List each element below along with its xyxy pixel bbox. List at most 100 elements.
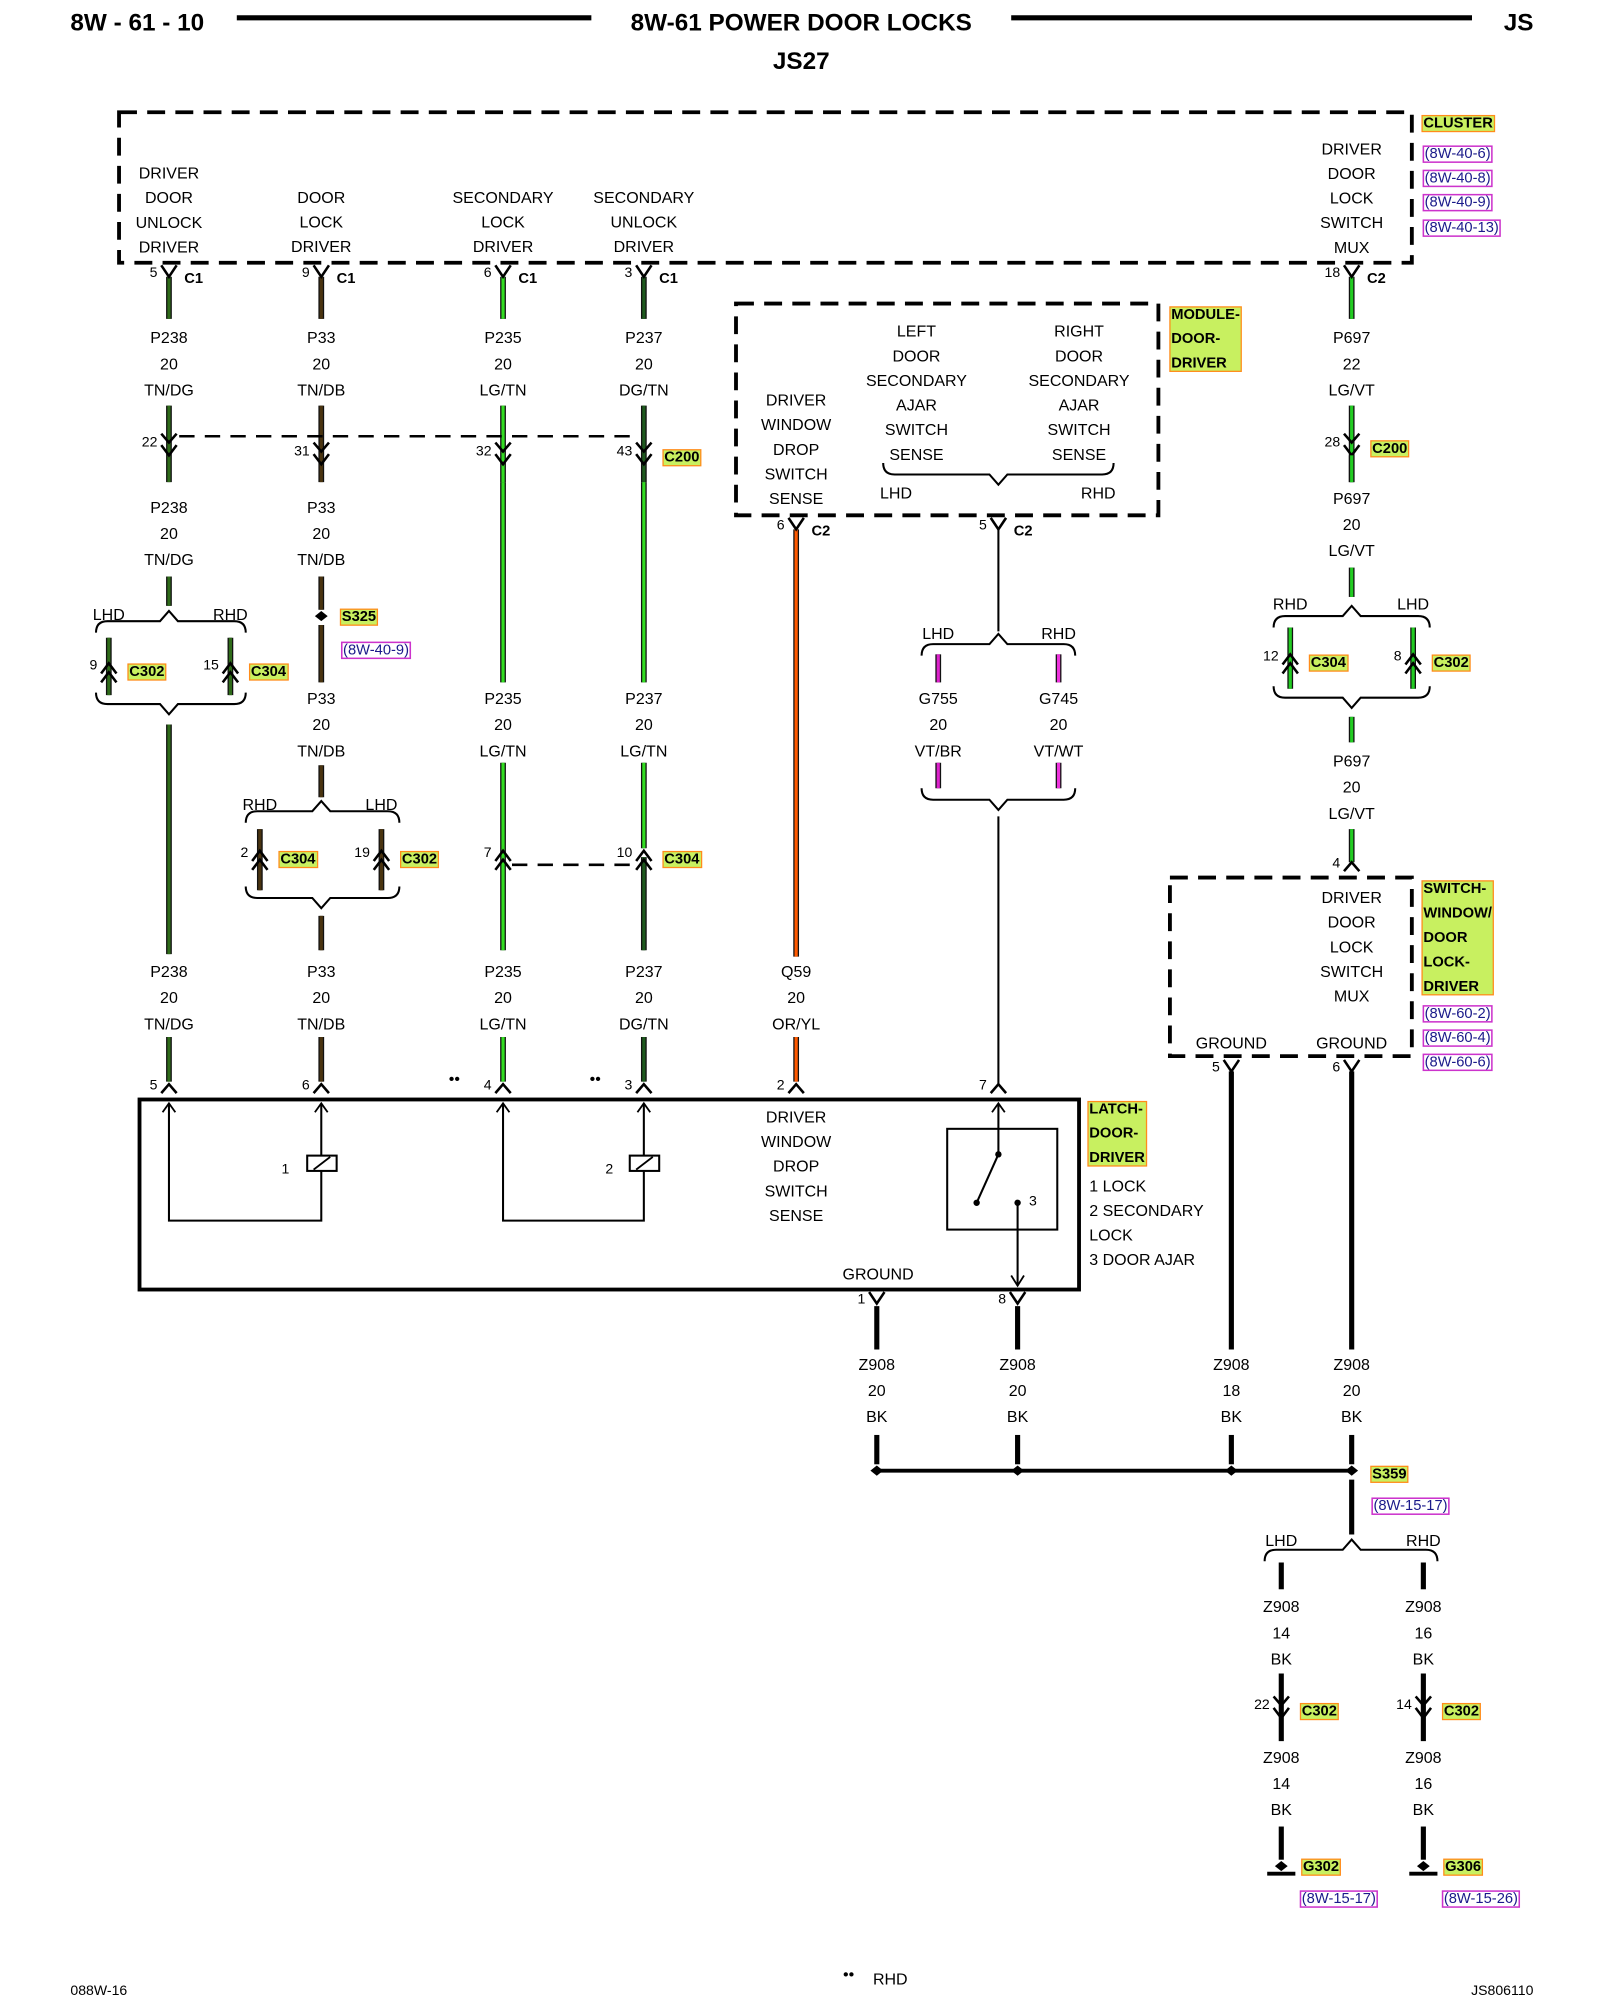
connector-female-icon [160, 444, 178, 458]
connector-pin-number: 5 [1212, 1058, 1220, 1074]
rhd-note: RHD [873, 1972, 908, 1989]
splice-dot-icon [1011, 1465, 1024, 1476]
connector-pin-number: 4 [1332, 854, 1340, 870]
option-lhd: LHD [365, 797, 397, 814]
connector-female-icon [787, 517, 805, 532]
switch-function: MUX [1334, 989, 1370, 1006]
splice-dot-icon [870, 1465, 884, 1476]
splice-name-tag-bg [339, 608, 379, 626]
pin-arrow-icon [495, 1101, 511, 1113]
latch-door-driver-box [137, 1097, 1081, 1292]
wire-gauge: 20 [494, 356, 512, 373]
page-reference-link[interactable]: (8W-15-26) [1444, 1891, 1518, 1907]
latch-name-tag-bg [1087, 1100, 1148, 1167]
connector-male-icon [635, 848, 653, 862]
wire-circuit: Z908 [1405, 1750, 1442, 1767]
cluster-function: UNLOCK [611, 214, 678, 231]
connector-name-tag-bg [248, 663, 289, 681]
module-function: DRIVER [766, 393, 826, 410]
wire-circuit: P235 [484, 330, 521, 347]
cluster-function: DRIVER [1321, 141, 1381, 158]
pin-arrow-icon [1010, 1275, 1025, 1288]
wire-color: BK [1271, 1802, 1293, 1819]
latch-function: SWITCH [765, 1183, 828, 1200]
connector-name-tag: C200 [664, 450, 699, 466]
cluster-function: DRIVER [473, 239, 533, 256]
connector-pin-number: 5 [150, 1076, 158, 1092]
connector-female-icon [635, 857, 653, 871]
connector-name-tag: C302 [129, 664, 164, 680]
wire-circuit: P237 [625, 964, 662, 981]
option-rhd: RHD [1406, 1533, 1441, 1550]
page-reference-link[interactable]: (8W-15-17) [1373, 1498, 1447, 1514]
cluster-name-tag-bg [1421, 114, 1496, 133]
wire-color: BK [866, 1409, 888, 1426]
wire-color: LG/VT [1329, 382, 1375, 399]
wire-gauge: 20 [1009, 1383, 1027, 1400]
connector-name-tag-bg [662, 850, 703, 869]
wire-color: TN/DG [144, 382, 194, 399]
connector-name: C2 [812, 524, 831, 540]
splice-s325-icon [314, 610, 328, 622]
latch-function: DROP [773, 1159, 819, 1176]
wire-gauge: 20 [635, 717, 653, 734]
switch-name-tag: WINDOW/ [1423, 905, 1492, 921]
connector-pin-number: 15 [203, 657, 219, 673]
page-reference-link[interactable]: (8W-40-9) [1425, 195, 1491, 211]
wire-gauge: 20 [1343, 1383, 1361, 1400]
module-name-tag-bg [1169, 306, 1242, 372]
switch-function: DRIVER [1321, 890, 1381, 907]
wire-gauge: 18 [1222, 1383, 1240, 1400]
page-reference-link[interactable]: (8W-40-6) [1425, 146, 1491, 162]
connector-pin-number: 5 [979, 516, 987, 532]
connector-pin-number: 22 [1254, 1696, 1270, 1712]
rhd-marker: •• [590, 1071, 601, 1088]
wire-color: BK [1221, 1409, 1243, 1426]
page-reference-link[interactable]: (8W-40-8) [1425, 170, 1491, 186]
wire-color: BK [1341, 1409, 1363, 1426]
wire-circuit: P238 [150, 964, 187, 981]
cluster-function: DOOR [145, 190, 193, 207]
connector-pin-number: 7 [484, 844, 492, 860]
ground-name-tag-bg [1443, 1858, 1484, 1876]
wire-circuit: G745 [1039, 691, 1078, 708]
connector-name-tag-bg [127, 663, 167, 681]
page-reference-link[interactable]: (8W-60-6) [1425, 1054, 1491, 1070]
cluster-function: SWITCH [1320, 215, 1383, 232]
connector-name-tag: C304 [280, 852, 316, 868]
page-reference-link[interactable]: (8W-15-17) [1302, 1891, 1376, 1907]
cluster-function: DRIVER [139, 166, 199, 183]
vehicle-code: JS [1504, 10, 1534, 37]
connector-male-icon [221, 661, 240, 675]
option-merge-brace [94, 692, 247, 716]
connector-female-icon [312, 453, 330, 467]
module-name-tag: DRIVER [1171, 355, 1227, 371]
latch-legend: 3 DOOR AJAR [1089, 1252, 1195, 1269]
wire-gauge: 20 [312, 356, 330, 373]
wire-circuit: P33 [307, 691, 336, 708]
connector-pin-icon [787, 1082, 805, 1094]
page-reference-box [1371, 1497, 1450, 1515]
option-rhd: RHD [1081, 486, 1116, 503]
switch-ground-label: GROUND [1196, 1035, 1267, 1052]
page-reference-box [1422, 219, 1501, 237]
wire-gauge: 20 [1343, 780, 1361, 797]
connector-pin-number: 43 [617, 442, 633, 458]
switch-function: SWITCH [1320, 964, 1383, 981]
wire-circuit: P33 [307, 964, 336, 981]
page-reference-box [1422, 1053, 1493, 1072]
connector-pin-number: 6 [777, 516, 785, 532]
page-reference-link[interactable]: (8W-60-2) [1425, 1006, 1491, 1022]
latch-legend: 1 LOCK [1089, 1178, 1146, 1195]
page-reference-link[interactable]: (8W-40-9) [343, 642, 409, 658]
module-function: DROP [773, 442, 819, 459]
wire-color: OR/YL [772, 1016, 820, 1033]
page-reference-link[interactable]: (8W-60-4) [1425, 1030, 1491, 1046]
connector-pin-number: 9 [89, 657, 97, 673]
module-function: AJAR [1059, 398, 1100, 415]
connector-female-icon [1008, 1291, 1027, 1306]
connector-female-icon [1281, 661, 1299, 675]
latch-function: SENSE [769, 1208, 823, 1225]
wire-color: VT/WT [1034, 743, 1084, 760]
page-reference-link[interactable]: (8W-40-13) [1425, 220, 1499, 236]
